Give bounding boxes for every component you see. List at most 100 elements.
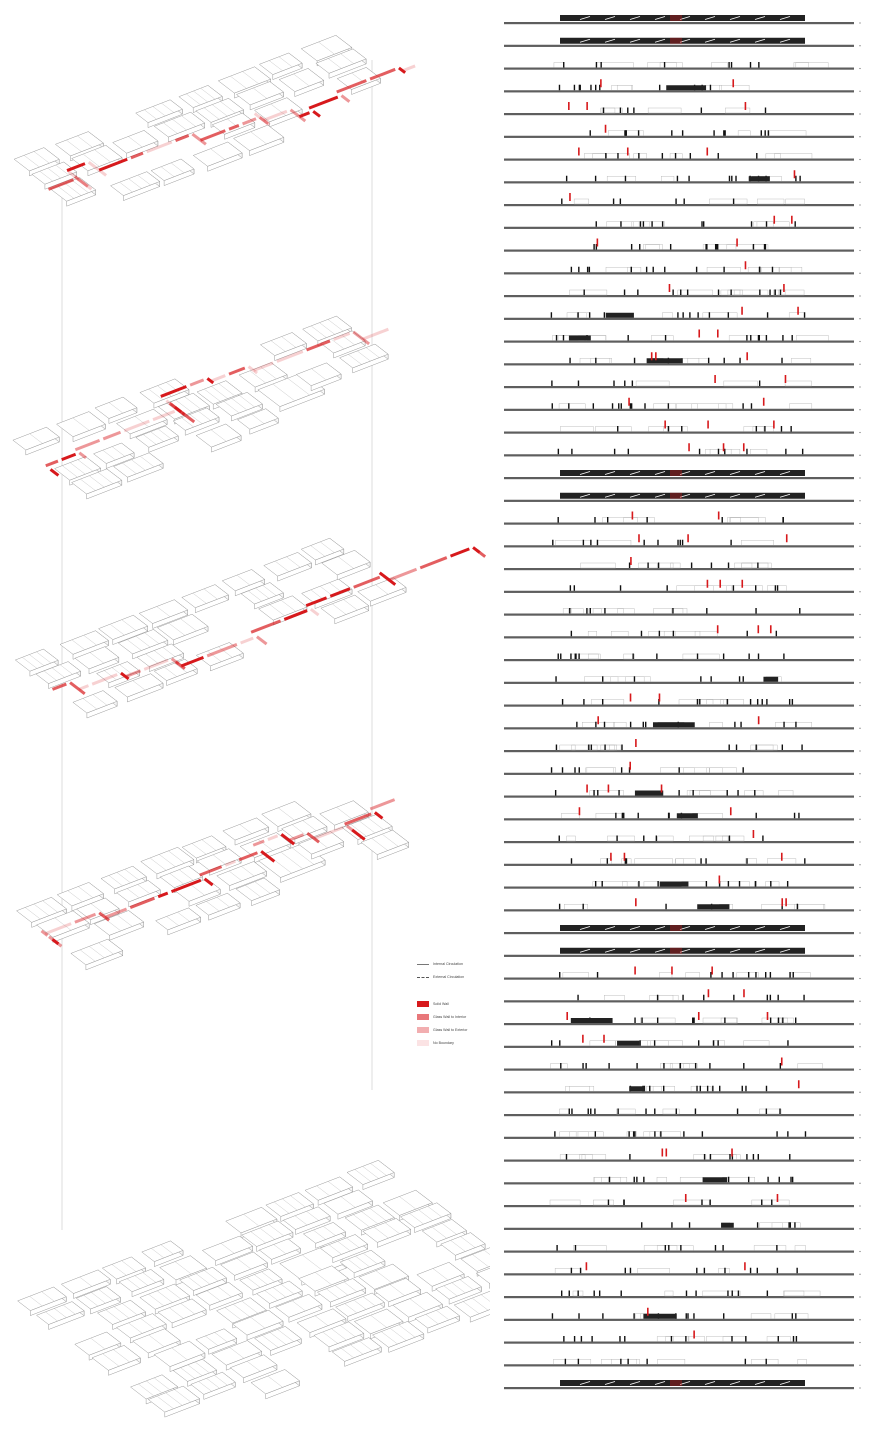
room-partition [409, 1213, 424, 1225]
section-strip [504, 557, 861, 571]
section-strip [504, 375, 861, 389]
column-mark [619, 585, 622, 591]
block-top [54, 131, 104, 157]
column-mark [777, 1336, 779, 1342]
section-outline [706, 699, 729, 705]
room-partition [218, 646, 233, 658]
wall-segment [258, 116, 269, 125]
section-outline [794, 1245, 806, 1251]
stair-mark [654, 471, 666, 475]
ground-line [504, 613, 854, 616]
stair-mark [704, 493, 716, 498]
section-strip [504, 534, 861, 548]
column-mark [791, 699, 794, 705]
section-strip [504, 1290, 861, 1299]
room-partition [450, 1240, 466, 1252]
section-fill [629, 1086, 645, 1092]
red-mark [628, 397, 630, 406]
section-strip [504, 1108, 861, 1117]
section-outline [774, 1313, 809, 1319]
column-mark [792, 1336, 795, 1342]
block-top [475, 1267, 490, 1284]
column-mark [636, 1063, 638, 1069]
column-mark [633, 357, 636, 364]
column-mark [667, 403, 670, 409]
room-partition [270, 340, 286, 352]
column-mark [643, 1176, 645, 1183]
room-partition [29, 654, 45, 666]
wall-segment [74, 912, 97, 924]
column-mark [569, 608, 571, 614]
column-mark [624, 380, 626, 386]
column-mark [679, 539, 681, 546]
section-fill [702, 1177, 728, 1183]
room-partition [152, 106, 166, 117]
room-partition [154, 650, 167, 661]
room-partition [381, 1331, 398, 1345]
column-mark [628, 767, 631, 773]
column-mark [652, 266, 654, 273]
column-mark [793, 812, 796, 819]
column-mark [756, 1222, 759, 1228]
column-mark [769, 972, 772, 978]
column-mark [555, 335, 558, 341]
room-partition [206, 1290, 221, 1302]
column-mark [774, 289, 776, 295]
red-mark [783, 284, 785, 292]
column-mark [675, 198, 677, 204]
section-outline [637, 1268, 670, 1274]
column-mark [615, 812, 617, 819]
column-mark [560, 1063, 562, 1069]
room-partition [66, 139, 82, 152]
room-partition [218, 383, 235, 397]
column-mark [765, 1108, 768, 1114]
room-partition [261, 1271, 275, 1282]
ground-line [504, 636, 854, 639]
section-outline [777, 1017, 794, 1024]
red-mark [670, 470, 682, 476]
section-outline [794, 904, 825, 910]
wall-segment [369, 798, 396, 811]
stair-mark [604, 38, 616, 43]
section-strip [504, 898, 861, 912]
section-outline [665, 1336, 690, 1342]
column-mark [599, 84, 601, 91]
room-partition [239, 824, 252, 834]
column-mark [694, 1108, 697, 1114]
stair-mark [729, 1381, 741, 1385]
column-mark [620, 403, 622, 409]
red-mark [742, 443, 745, 452]
section-outline [726, 585, 763, 591]
column-mark [799, 608, 801, 614]
column-mark [617, 1108, 619, 1114]
section-strip [504, 875, 861, 889]
column-mark [608, 1063, 610, 1069]
column-mark [637, 289, 639, 295]
column-mark [644, 721, 647, 728]
column-mark [755, 608, 757, 614]
red-mark [626, 147, 629, 156]
stair-mark [754, 948, 766, 953]
stair-mark [704, 948, 716, 953]
wall-segment [352, 330, 371, 346]
room-partition [111, 1264, 127, 1276]
section-outline [584, 153, 607, 159]
column-mark [565, 1154, 568, 1160]
room-partition [156, 1290, 173, 1303]
stair-mark [704, 471, 716, 475]
red-mark [670, 37, 682, 44]
room-partition [432, 1268, 449, 1281]
wall-segment [267, 834, 279, 841]
strip-tick [859, 1068, 861, 1071]
column-mark [677, 312, 679, 318]
stair-mark [754, 38, 766, 43]
wall-segment [129, 896, 155, 909]
section-outline [718, 403, 734, 409]
ground-line [504, 181, 854, 184]
floor-level-5 [17, 1159, 490, 1418]
stair-mark [604, 948, 616, 953]
room-partition [29, 433, 43, 444]
section-outline [761, 904, 798, 910]
wall-segment [199, 129, 226, 142]
column-mark [682, 994, 684, 1001]
